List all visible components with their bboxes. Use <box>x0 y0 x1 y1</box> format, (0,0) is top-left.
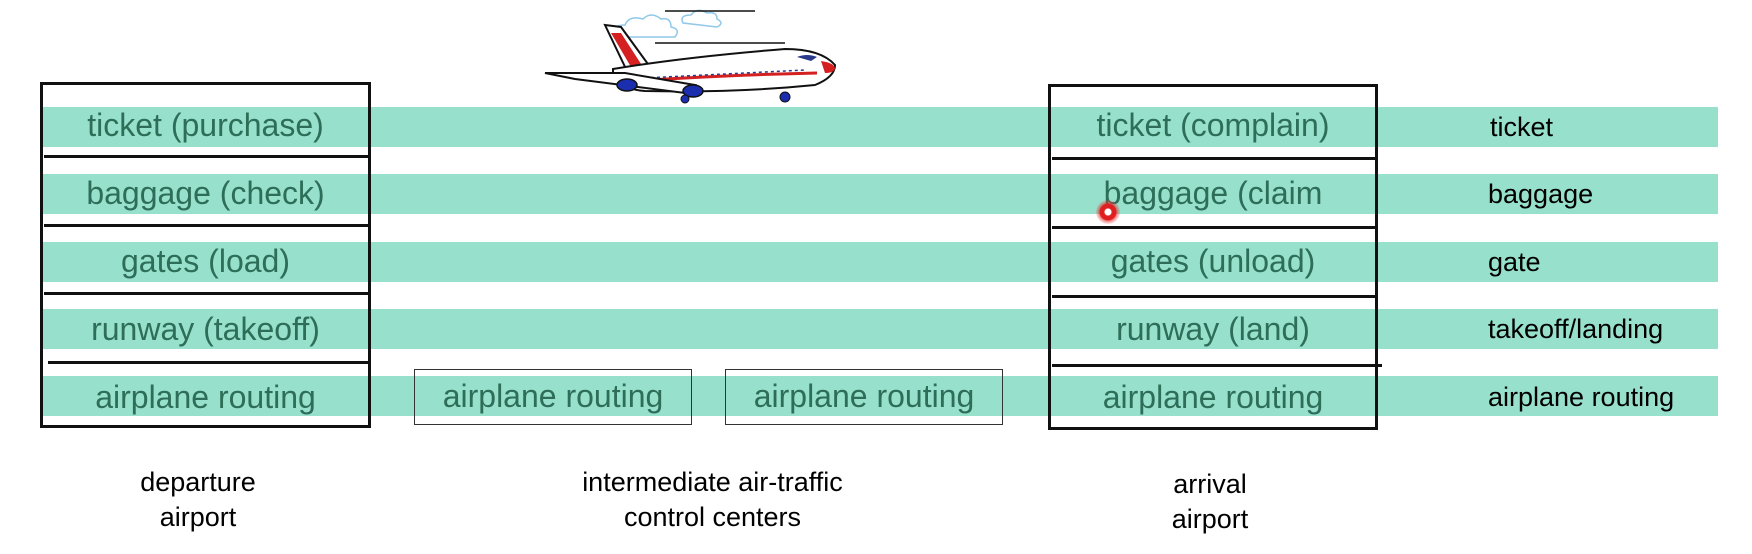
departure-layer-routing: airplane routing <box>95 379 316 415</box>
departure-caption-line2: airport <box>159 502 237 532</box>
arrival-divider <box>1052 364 1382 367</box>
layer-band-gate <box>40 242 1718 282</box>
arrival-layer-baggage: baggage (claim <box>1103 175 1323 211</box>
layer-band-airplane-routing <box>40 376 1718 416</box>
intermediate-routing-box-2: airplane routing <box>725 369 1003 425</box>
airplane-icon <box>544 9 837 104</box>
legend-ticket: ticket <box>1490 112 1554 142</box>
intermediate-caption: intermediate air-traffic control centers <box>540 465 885 535</box>
departure-divider <box>48 361 371 364</box>
intermediate-routing-box-1: airplane routing <box>414 369 692 425</box>
departure-divider <box>44 224 369 227</box>
arrival-layer-ticket: ticket (complain) <box>1096 107 1330 143</box>
layer-band-takeoff-landing <box>40 309 1718 349</box>
arrival-airport-box <box>1048 84 1378 430</box>
arrival-caption: arrival airport <box>1110 467 1310 537</box>
departure-caption-line1: departure <box>140 467 256 497</box>
arrival-layer-routing: airplane routing <box>1102 379 1324 415</box>
arrival-layer-runway: runway (land) <box>1116 311 1310 347</box>
legend-baggage: baggage <box>1488 179 1594 209</box>
intermediate-caption-line2: control centers <box>623 502 802 532</box>
arrival-caption-line2: airport <box>1171 504 1249 534</box>
arrival-divider <box>1052 157 1376 160</box>
departure-layer-runway: runway (takeoff) <box>91 311 320 347</box>
departure-airport-box <box>40 82 371 428</box>
layer-band-ticket <box>40 107 1718 147</box>
legend-gate: gate <box>1488 247 1541 277</box>
legend-takeoff-landing: takeoff/landing <box>1488 314 1664 344</box>
departure-divider <box>44 155 369 158</box>
arrival-divider <box>1052 295 1376 298</box>
departure-layer-baggage: baggage (check) <box>86 175 325 211</box>
departure-layer-ticket: ticket (purchase) <box>87 107 324 143</box>
departure-caption: departure airport <box>98 465 298 535</box>
departure-divider <box>44 292 369 295</box>
departure-layer-gates: gates (load) <box>121 243 290 279</box>
laser-pointer-dot <box>1096 200 1120 224</box>
arrival-divider <box>1052 226 1376 229</box>
intermediate-caption-line1: intermediate air-traffic <box>582 467 843 497</box>
arrival-caption-line1: arrival <box>1173 469 1247 499</box>
legend-airplane-routing: airplane routing <box>1488 382 1675 412</box>
layer-band-baggage <box>40 174 1718 214</box>
arrival-layer-gates: gates (unload) <box>1110 243 1316 279</box>
